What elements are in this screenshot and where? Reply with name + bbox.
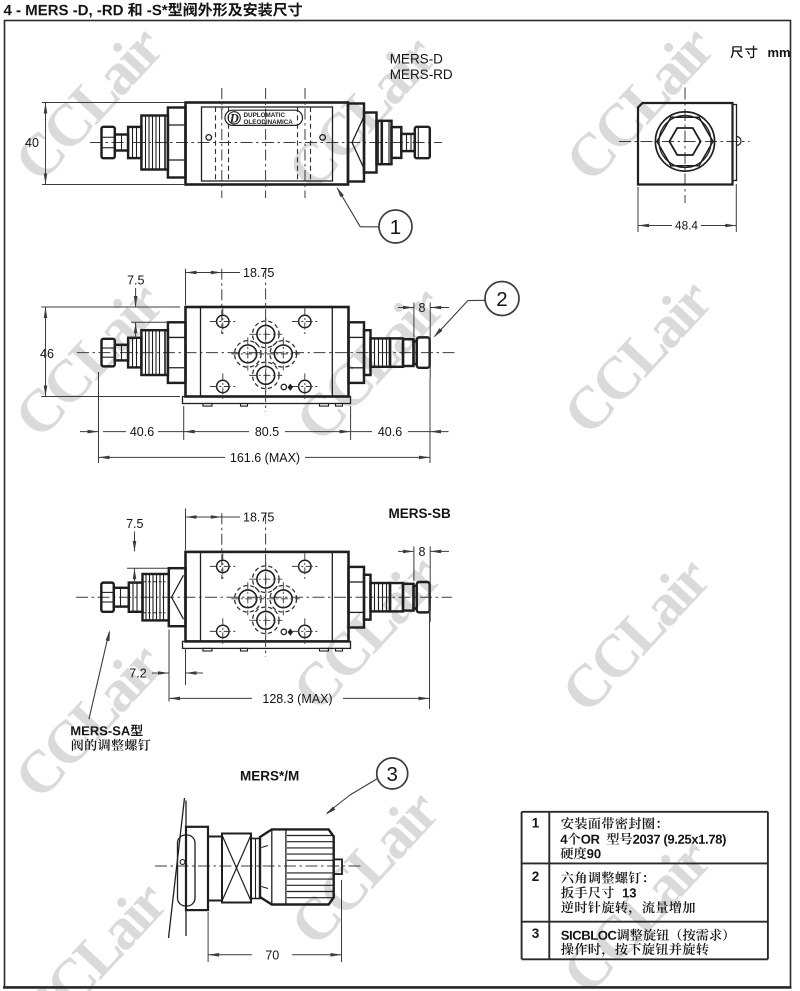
svg-text:48.4: 48.4	[675, 219, 698, 233]
svg-text:46: 46	[40, 347, 54, 361]
svg-text:MERS*/M: MERS*/M	[240, 769, 299, 784]
svg-text:7.5: 7.5	[127, 274, 144, 288]
svg-text:40.6: 40.6	[378, 425, 402, 439]
svg-text:40: 40	[25, 136, 39, 150]
svg-text:18.75: 18.75	[243, 266, 274, 280]
svg-text:2: 2	[496, 288, 507, 311]
svg-text:MERS-SB: MERS-SB	[389, 506, 452, 521]
svg-text:80.5: 80.5	[255, 425, 279, 439]
svg-text:8: 8	[419, 545, 426, 559]
svg-text:40.6: 40.6	[130, 425, 154, 439]
svg-text:18.75: 18.75	[243, 511, 274, 525]
svg-text:3: 3	[386, 763, 397, 786]
svg-text:2: 2	[532, 869, 540, 884]
svg-text:D: D	[229, 111, 239, 125]
svg-text:161.6 (MAX): 161.6 (MAX)	[230, 451, 300, 465]
svg-text:128.3 (MAX): 128.3 (MAX)	[262, 692, 332, 706]
svg-text:8: 8	[419, 301, 426, 315]
svg-text:DUPLOMATIC: DUPLOMATIC	[244, 112, 286, 119]
svg-text:70: 70	[265, 948, 279, 962]
svg-text:1: 1	[390, 216, 401, 239]
svg-text:OLEODINAMICA: OLEODINAMICA	[244, 119, 294, 126]
svg-text:7.2: 7.2	[129, 667, 146, 681]
svg-text:1: 1	[532, 816, 540, 831]
svg-text:MERS-RD: MERS-RD	[390, 67, 453, 82]
svg-text:3: 3	[532, 926, 540, 941]
svg-text:®: ®	[220, 105, 224, 111]
svg-text:7.5: 7.5	[126, 517, 143, 531]
svg-text:mm: mm	[767, 45, 790, 60]
svg-text:MERS-D: MERS-D	[390, 52, 443, 67]
